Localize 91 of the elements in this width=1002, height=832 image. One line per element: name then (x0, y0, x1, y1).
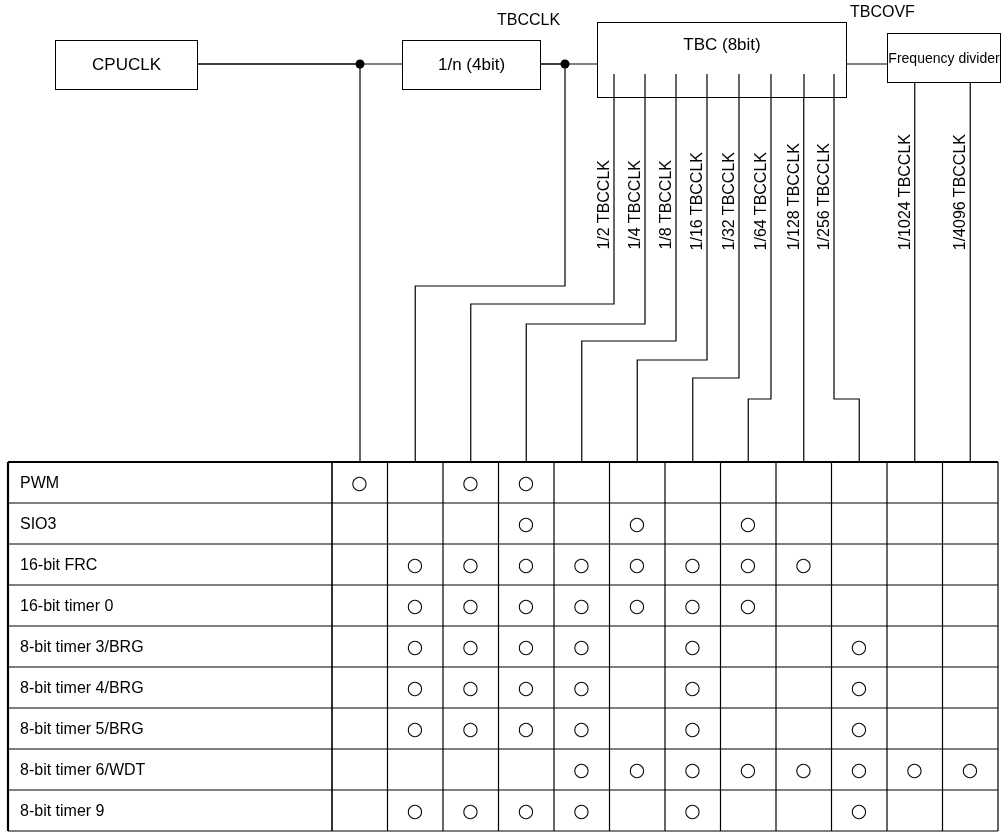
signal-label: 1/1024 TBCCLK (896, 134, 913, 251)
signal-line (581, 97, 677, 463)
circle-mark: ○ (684, 719, 701, 738)
circle-mark: ○ (406, 801, 424, 820)
circle-mark: ○ (739, 596, 757, 615)
signal-line (803, 97, 805, 463)
circle-mark: ○ (739, 555, 757, 574)
signal-label: 1/128 TBCCLK (785, 143, 802, 251)
circle-mark: ○ (573, 555, 590, 574)
circle-mark: ○ (850, 719, 868, 738)
circle-mark: ○ (684, 637, 701, 656)
row-label: 8-bit timer 9 (20, 802, 105, 819)
circle-mark: ○ (517, 719, 535, 738)
signal-label: 1/16 TBCCLK (689, 152, 705, 251)
signal-label: 1/4 TBCCLK (627, 160, 643, 250)
function-block: TBC (8bit) (597, 22, 847, 98)
circle-mark: ○ (517, 596, 535, 615)
signal-label: 1/2 TBCCLK (596, 160, 612, 250)
circle-mark: ○ (462, 473, 479, 492)
circle-mark: ○ (351, 473, 368, 492)
function-block: CPUCLK (55, 40, 198, 90)
circle-mark: ○ (628, 596, 646, 615)
signal-label: 1/32 TBCCLK (721, 152, 737, 251)
row-label: 8-bit timer 6/WDT (20, 761, 146, 778)
circle-mark: ○ (850, 637, 868, 656)
circle-mark: ○ (684, 596, 701, 615)
row-label: 8-bit timer 5/BRG (20, 720, 144, 737)
signal-line (833, 97, 860, 463)
signal-line (846, 63, 888, 65)
circle-mark: ○ (684, 678, 701, 697)
circle-mark: ○ (850, 801, 868, 820)
signal-line (636, 97, 708, 463)
circle-mark: ○ (684, 555, 701, 574)
circle-mark: ○ (628, 555, 646, 574)
circle-mark: ○ (462, 637, 479, 656)
circle-mark: ○ (406, 719, 424, 738)
circle-mark: ○ (462, 555, 479, 574)
circle-mark: ○ (462, 719, 479, 738)
circle-mark: ○ (406, 596, 424, 615)
row-label: 8-bit timer 4/BRG (20, 679, 144, 696)
signal-line (747, 97, 772, 463)
row-label: 16-bit timer 0 (20, 597, 114, 614)
circle-mark: ○ (795, 555, 812, 574)
circle-mark: ○ (684, 760, 701, 779)
signal-line (914, 82, 916, 463)
circle-mark: ○ (462, 801, 479, 820)
signal-line (525, 97, 646, 463)
circle-mark: ○ (850, 678, 868, 697)
signal-line (197, 63, 361, 463)
circle-mark: ○ (961, 760, 979, 779)
circle-mark: ○ (517, 801, 535, 820)
signal-line (414, 63, 566, 463)
circle-mark: ○ (406, 637, 424, 656)
circle-mark: ○ (462, 678, 479, 697)
signal-label: 1/8 TBCCLK (658, 160, 674, 250)
circle-mark: ○ (628, 514, 646, 533)
circle-mark: ○ (628, 760, 646, 779)
circle-mark: ○ (906, 760, 923, 779)
row-label: SIO3 (20, 515, 57, 532)
signal-line (470, 97, 615, 463)
circle-mark: ○ (739, 514, 757, 533)
signal-label: TBCCLK (497, 12, 561, 28)
circle-mark: ○ (684, 801, 701, 820)
row-label: 8-bit timer 3/BRG (20, 638, 144, 655)
signal-label: 1/4096 TBCCLK (952, 134, 969, 251)
signal-line (969, 82, 971, 463)
circle-mark: ○ (573, 637, 590, 656)
circle-mark: ○ (406, 678, 424, 697)
circle-mark: ○ (573, 760, 590, 779)
circle-mark: ○ (517, 678, 535, 697)
signal-label: 1/256 TBCCLK (816, 143, 832, 251)
circle-mark: ○ (517, 473, 535, 492)
circle-mark: ○ (573, 801, 590, 820)
signal-label: 1/64 TBCCLK (753, 152, 769, 251)
circle-mark: ○ (517, 637, 535, 656)
circle-mark: ○ (406, 555, 424, 574)
circle-mark: ○ (573, 596, 590, 615)
function-block: 1/n (4bit) (402, 40, 541, 90)
row-label: PWM (20, 474, 60, 491)
function-block: Frequency divider (887, 33, 1001, 83)
circle-mark: ○ (462, 596, 479, 615)
circle-mark: ○ (573, 678, 590, 697)
circle-mark: ○ (850, 760, 868, 779)
row-label: 16-bit FRC (20, 556, 98, 573)
circle-mark: ○ (573, 719, 590, 738)
circle-mark: ○ (517, 555, 535, 574)
circle-mark: ○ (517, 514, 535, 533)
signal-line (692, 97, 740, 463)
circle-mark: ○ (739, 760, 757, 779)
circle-mark: ○ (795, 760, 812, 779)
signal-label: TBCOVF (850, 4, 915, 20)
